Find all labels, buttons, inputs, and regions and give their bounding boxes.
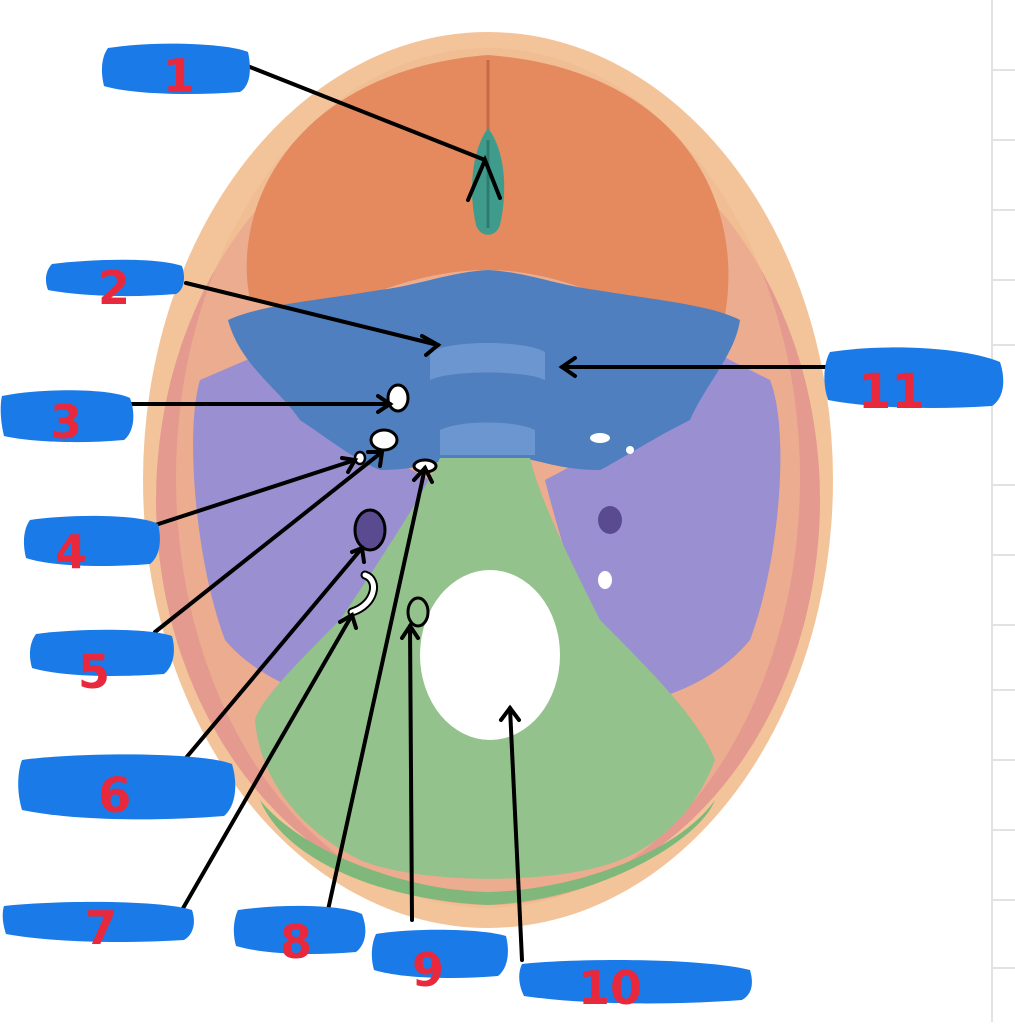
foramen-right-a [590,433,610,443]
label-10: 10 [519,960,752,1015]
foramen-right-c [598,571,612,589]
leader-10-arrow [499,704,521,722]
redaction-9 [371,929,508,978]
label-6: 6 [18,754,236,824]
page-ruling [991,0,1015,1022]
redaction-4 [23,515,160,566]
label-number-4: 4 [55,525,87,579]
leader-10 [508,706,524,962]
label-number-1: 1 [163,49,195,103]
occipital-lower [260,800,715,905]
jugular-foramen-left [353,508,387,552]
label-1: 1 [101,43,250,103]
leader-3-arrow [376,394,394,414]
label-number-8: 8 [280,915,312,969]
jugular-foramen-right [598,506,622,534]
label-5: 5 [29,629,174,699]
label-number-9: 9 [412,943,444,997]
leader-1 [248,65,487,162]
leader-2-arrow [420,334,442,357]
label-number-3: 3 [50,395,82,449]
leader-7 [180,613,354,912]
leader-5-arrow [366,450,385,468]
foramen-magnum [420,570,560,740]
redaction-11 [824,347,1004,408]
label-3: 3 [0,390,134,449]
label-number-5: 5 [78,645,110,699]
redaction-1 [101,43,250,94]
leader-6-arrow [350,545,366,564]
label-11: 11 [824,347,1004,420]
sella-turcica [430,343,545,380]
leader-lines [123,65,830,962]
redaction-6 [18,754,236,820]
redaction-10 [519,960,752,1004]
label-number-2: 2 [98,261,130,315]
leader-9-arrow [400,622,420,640]
redaction-2 [45,259,185,297]
label-9: 9 [371,929,508,997]
label-number-7: 7 [85,901,117,955]
label-7: 7 [2,901,194,955]
foramen-ovale-left [369,428,399,452]
redaction-8 [233,905,366,954]
skull-cranial-base [143,32,833,928]
leader-9 [408,624,414,922]
redaction-3 [0,390,134,443]
label-2: 2 [45,259,185,315]
label-number-10: 10 [578,961,642,1015]
leader-7-arrow [338,612,358,630]
leader-5 [153,450,384,634]
label-number-11: 11 [858,364,925,420]
redaction-7 [2,901,194,942]
label-8: 8 [233,905,366,969]
leader-1-arrow [466,154,502,202]
label-number-6: 6 [98,768,131,824]
temporal-bone-right [545,350,781,700]
leader-4-arrow [340,456,359,474]
foramen-right-b [626,446,634,454]
hypoglossal-canal-left [406,596,430,628]
leader-8 [326,466,427,912]
foramen-rotundum-left [386,383,410,413]
leader-6 [178,546,364,767]
leader-11-arrow [558,356,577,378]
leader-8-arrow [412,464,434,484]
redaction-5 [29,629,174,676]
foramen-spinosum-left [353,450,367,466]
label-4: 4 [23,515,160,579]
leader-4 [138,458,357,532]
leader-2 [184,281,440,347]
